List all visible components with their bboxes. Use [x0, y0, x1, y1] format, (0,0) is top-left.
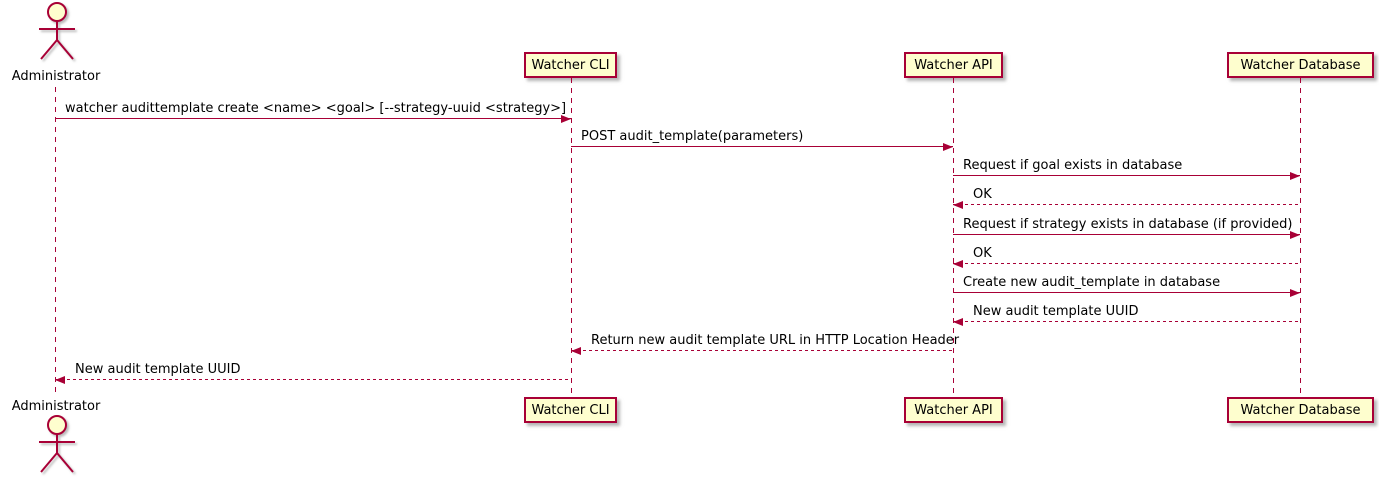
message-label: Request if strategy exists in database (…	[963, 217, 1293, 232]
message-arrowhead	[561, 115, 571, 123]
participant-watcher-database: Watcher Database	[1227, 52, 1374, 78]
message-line	[571, 146, 953, 147]
participant-watcher-cli: Watcher CLI	[524, 52, 617, 78]
message-line	[55, 118, 571, 119]
actor-label: Administrator	[11, 69, 101, 84]
actor-administrator-icon-bottom	[39, 415, 75, 473]
message-arrowhead	[571, 347, 581, 355]
participant-watcher-database-bottom: Watcher Database	[1227, 397, 1374, 423]
message-arrowhead	[953, 260, 963, 268]
actor-label-bottom: Administrator	[11, 399, 101, 414]
message-line	[55, 379, 571, 380]
message-arrowhead	[1290, 231, 1300, 239]
message-line	[953, 321, 1300, 322]
message-line	[571, 350, 953, 351]
message-label: Request if goal exists in database	[963, 158, 1183, 173]
lifeline-watcher-cli	[571, 78, 572, 397]
message-label: POST audit_template(parameters)	[581, 129, 804, 144]
message-label: watcher audittemplate create <name> <goa…	[65, 101, 567, 116]
message-label: New audit template UUID	[75, 362, 241, 377]
message-line	[953, 175, 1300, 176]
message-arrowhead	[953, 201, 963, 209]
message-label: OK	[973, 187, 992, 202]
lifeline-watcher-api	[953, 78, 954, 397]
message-arrowhead	[943, 143, 953, 151]
message-label: Return new audit template URL in HTTP Lo…	[591, 333, 960, 348]
lifeline-watcher-database	[1300, 78, 1301, 397]
message-arrowhead	[55, 376, 65, 384]
message-line	[953, 263, 1300, 264]
message-arrowhead	[1290, 289, 1300, 297]
message-line	[953, 204, 1300, 205]
actor-administrator-icon	[39, 2, 75, 60]
message-line	[953, 234, 1300, 235]
participant-watcher-api-bottom: Watcher API	[904, 397, 1003, 423]
message-label: OK	[973, 246, 992, 261]
message-arrowhead	[1290, 172, 1300, 180]
message-label: Create new audit_template in database	[963, 275, 1221, 290]
participant-watcher-cli-bottom: Watcher CLI	[524, 397, 617, 423]
message-line	[953, 292, 1300, 293]
message-arrowhead	[953, 318, 963, 326]
message-label: New audit template UUID	[973, 304, 1139, 319]
lifeline-administrator	[55, 87, 56, 397]
participant-watcher-api: Watcher API	[904, 52, 1003, 78]
